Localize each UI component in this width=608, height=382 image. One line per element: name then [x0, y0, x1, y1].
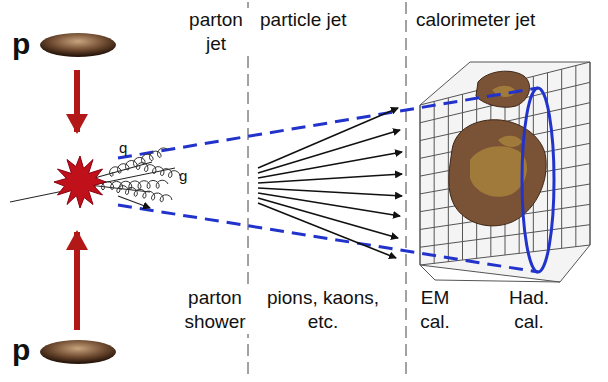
proton: [40, 33, 116, 57]
proton: [40, 340, 116, 364]
grid-line: [590, 62, 591, 245]
gluon: [137, 163, 181, 178]
grid-line: [561, 69, 562, 248]
particle-arrows: [258, 108, 402, 258]
label: p: [10, 334, 32, 366]
grid-line: [435, 280, 560, 282]
particle-arrow: [258, 203, 396, 258]
particle-arrow: [258, 188, 402, 196]
column-separator: [406, 2, 407, 380]
label: Had. cal.: [500, 286, 558, 334]
label: p: [10, 28, 32, 60]
energy-deposit: [498, 136, 522, 147]
beam-arrow: [74, 232, 80, 330]
particle-arrow: [258, 174, 402, 183]
particle-arrow: [258, 130, 400, 173]
grid-line: [420, 265, 435, 280]
label: q: [117, 140, 129, 156]
label: parton jet: [183, 8, 249, 56]
energy-deposit: [449, 120, 546, 226]
label: calorimeter jet: [414, 8, 537, 32]
gluon: [110, 148, 169, 176]
energy-deposit: [470, 146, 527, 197]
particle-arrow: [258, 108, 398, 168]
jet-cone-ellipse: [522, 88, 554, 272]
collision-star: [54, 156, 106, 208]
label: g: [177, 168, 189, 184]
label: parton shower: [180, 286, 250, 334]
label: particle jet: [258, 8, 349, 32]
gluon: [117, 186, 172, 202]
jet-cone: [118, 205, 538, 272]
grid-line: [434, 101, 435, 263]
grid-line: [420, 105, 421, 265]
jet-cone: [118, 88, 538, 158]
gluon-lines: [92, 148, 180, 202]
calorimeter-grid: [420, 62, 590, 282]
label: EM cal.: [412, 286, 458, 334]
particle-arrow: [258, 198, 398, 238]
particle-arrow: [258, 152, 402, 178]
grid-line: [575, 66, 576, 247]
beam-arrow: [74, 70, 80, 132]
label: pions, kaons, etc.: [252, 286, 394, 334]
